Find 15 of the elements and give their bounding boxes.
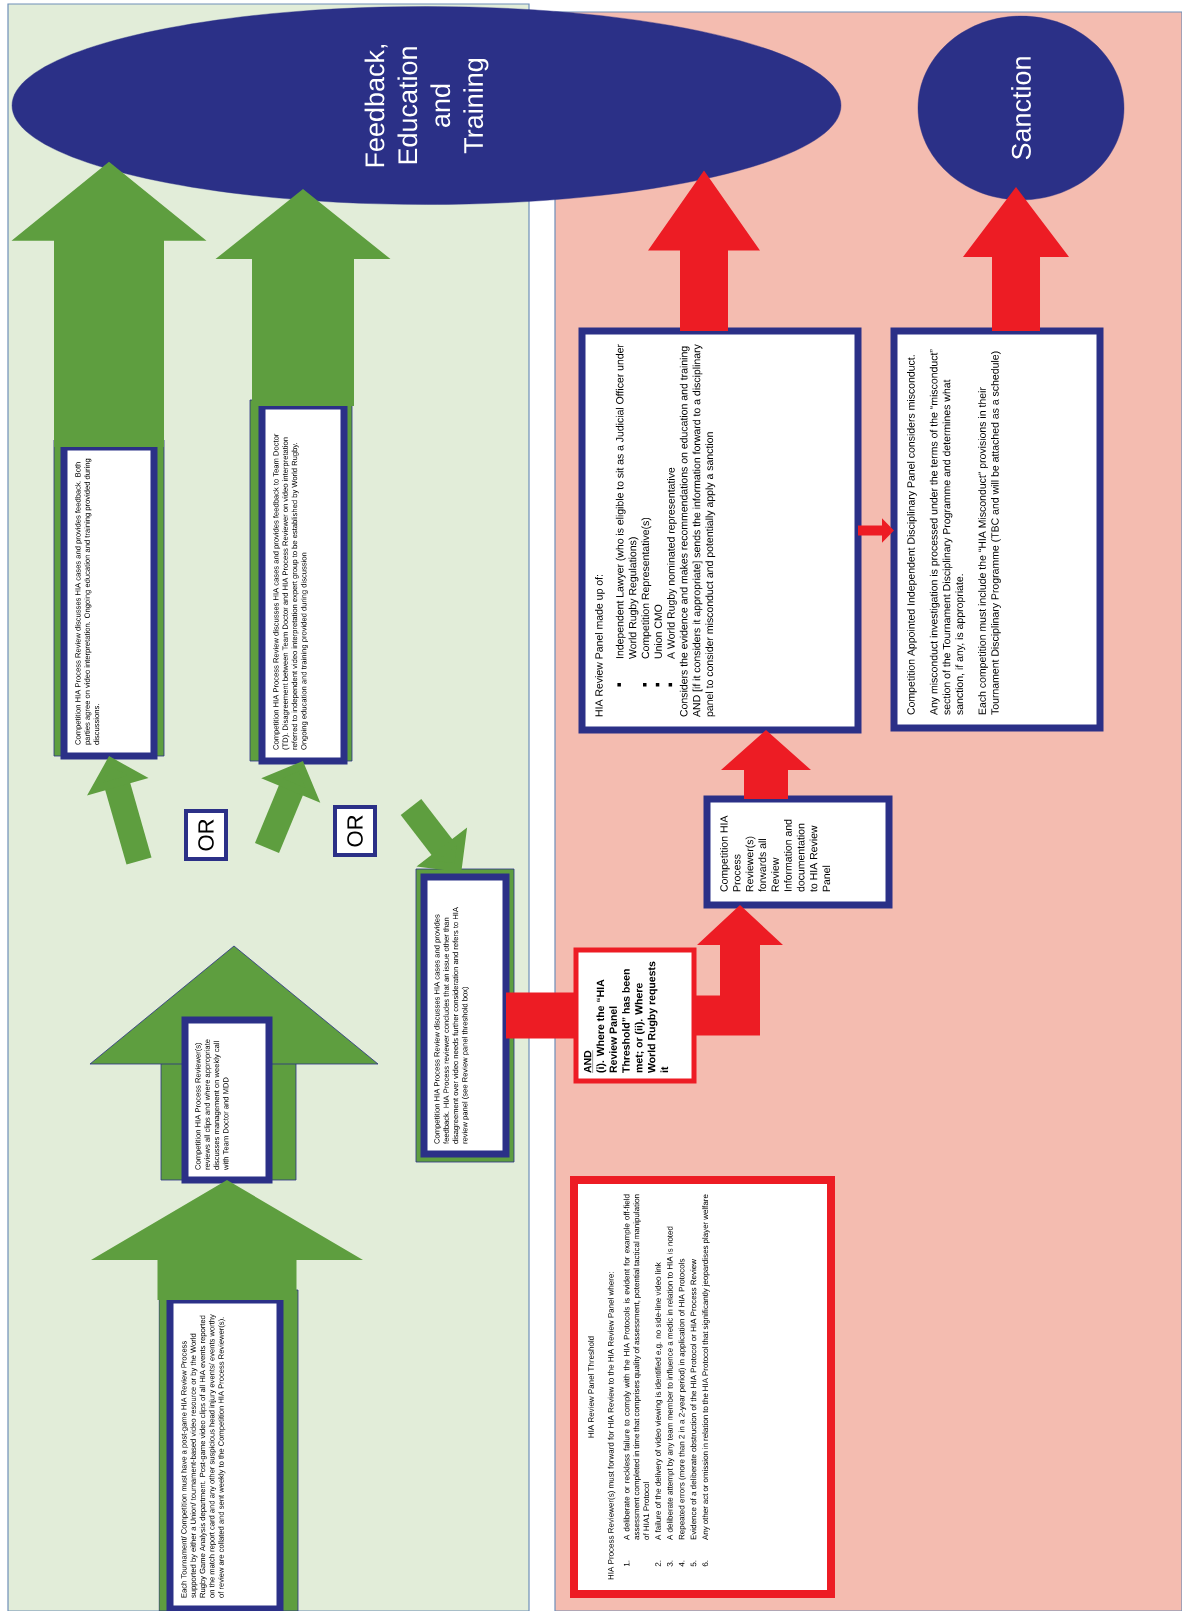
- block-arrow: [648, 170, 760, 331]
- block-arrow: [694, 905, 783, 1036]
- process-box: Competition HIA Process Reviewer(s) forwards all Review Information and documentation to HIA Review Panel: [703, 795, 893, 909]
- panel-box: Competition Appointed Independent Disciplinary Panel considers misconduct. Any misconduct investigation is processed under the terms of the “misconduct” section of the Tournament Disciplinary Programme and determines what sanction, if any, is appropriate. Each competition must include the “HIA Misconduct” provisions in their Tournament Disciplinary Programme (TBC and will be attached as a schedule): [890, 327, 1104, 732]
- or-box: OR: [333, 805, 377, 857]
- block-arrow: [215, 189, 391, 406]
- condition-box: AND (i). Where the “HIA Review Panel Threshold” has been met; or (ii). Where World Rugby requests it: [573, 947, 697, 1084]
- connector-bar: [506, 992, 576, 1039]
- threshold-box: HIA Review Panel Threshold HIA Process Reviewer(s) must forward for HIA Review to the HIA Review Panel where: 1. A deliberate or reckless failure to comply with the HIA Protocols is evident for example off-field assessment completed in time that comprises quality of assessment, potential tactical manipulation of HIA1 Protocol 2. A failure of the delivery of video viewing is identified e.g. no side-line video link 3. A deliberate attempt by any team member to influence a medic in relation to HIA is noted 4. Repeated errors (more than 2 in a 2-year period) in application of HIA Protocols 5. Evidence of a deliberate obstruction of the HIA Protocol or HIA Process Review 6. Any other act or omission in relation to the HIA Protocol that significantly jeopardises player welfare: [570, 1176, 835, 1598]
- panel-box: HIA Review Panel made up of: Independent Lawyer (who is eligible to sit as a Judicial Officer under World Rugby Regulations) Competition Representative(s) Union CMO A World Rugby nominated representative Considers the evidence and makes recommendations on education and training AND [if it considers it appropriate] sends the information forward to a disciplinary panel to consider misconduct and potentially apply a sanction: [578, 327, 862, 734]
- block-arrow: [963, 186, 1069, 331]
- block-arrow: [721, 730, 811, 799]
- block-arrow: [91, 1180, 363, 1300]
- or-box: OR: [184, 809, 228, 861]
- block-arrow: [11, 161, 207, 447]
